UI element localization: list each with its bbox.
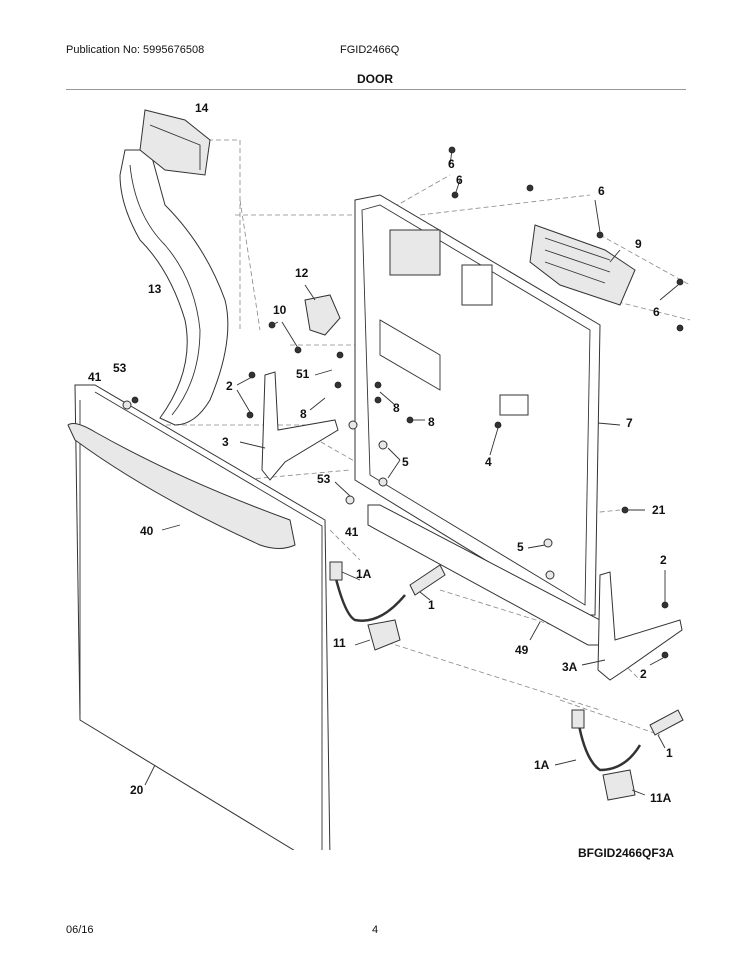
diagram-code: BFGID2466QF3A [578,846,675,860]
outer-door-panel-part [74,384,331,850]
callout-labels: 14 6 6 6 9 6 12 10 13 51 53 41 2 8 8 8 3… [88,101,673,805]
callout-8-a: 8 [300,407,307,421]
callout-49: 49 [515,643,529,657]
callout-1a-right: 1A [534,758,550,772]
callout-53-center: 53 [317,472,331,486]
bracket-left-part [367,619,401,651]
model-number: FGID2466Q [340,44,400,56]
callout-21: 21 [652,503,666,517]
leader-lines [144,149,679,796]
section-title: DOOR [357,72,393,86]
fasteners [122,146,684,659]
callout-41-center: 41 [345,525,359,539]
wire-harness-right-part [576,719,642,772]
spring-right-part [649,709,684,736]
door-latch-part [304,294,341,336]
callout-3a: 3A [562,660,578,674]
header-rule [66,89,686,90]
callout-9: 9 [635,237,642,251]
callout-2-right-bottom: 2 [640,667,647,681]
callout-4: 4 [485,455,492,469]
callout-13: 13 [148,282,162,296]
callout-2-left: 2 [226,379,233,393]
spring-left-part [409,564,446,596]
control-board-part [529,224,636,306]
callout-8-c: 8 [428,415,435,429]
callout-20: 20 [130,783,144,797]
callout-11a: 11A [650,791,672,805]
callout-41-left: 41 [88,370,102,384]
door-handle-part [67,423,296,549]
callout-7: 7 [626,416,633,430]
wire-harness-left-part [333,574,406,622]
callout-14: 14 [195,101,209,115]
callout-1-right: 1 [666,746,673,760]
right-hinge-part [597,571,683,681]
callout-10: 10 [273,303,287,317]
callout-1-left: 1 [428,598,435,612]
vent-duct-part [119,149,229,426]
callout-6-top: 6 [448,157,455,171]
left-hinge-part [261,371,339,481]
callout-12: 12 [295,266,309,280]
page-number: 4 [372,924,379,936]
callout-6-far-right: 6 [653,305,660,319]
callout-5-right: 5 [517,540,524,554]
callout-40: 40 [140,524,154,538]
callout-6-top2: 6 [456,173,463,187]
callout-11: 11 [333,636,346,650]
callout-8-b: 8 [393,401,400,415]
footer-date: 06/16 [66,924,94,936]
callout-6-right: 6 [598,184,605,198]
callout-5-center: 5 [402,455,409,469]
door-exploded-diagram: 14 6 6 6 9 6 12 10 13 51 53 41 2 8 8 8 3… [67,101,691,850]
callout-1a-left: 1A [356,567,372,581]
callout-2-right-top: 2 [660,553,667,567]
callout-3: 3 [222,435,229,449]
callout-51: 51 [296,367,310,381]
bracket-right-part [602,769,636,801]
vent-housing-part [139,109,211,176]
publication-number: Publication No: 5995676508 [66,44,205,56]
callout-53-left: 53 [113,361,127,375]
